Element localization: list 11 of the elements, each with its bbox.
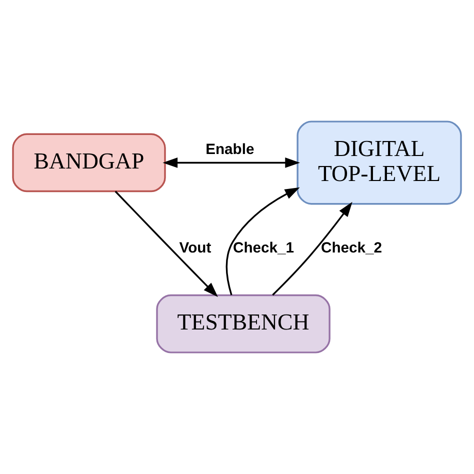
node-box: TESTBENCH (156, 294, 330, 354)
arrow (114, 190, 218, 298)
edge-label: Enable (206, 142, 254, 158)
edge-label: Check_1 (233, 240, 294, 256)
edge-label: Vout (179, 240, 212, 256)
node-box: DIGITAL TOP-LEVEL (296, 120, 462, 205)
arrow (162, 158, 300, 168)
arrow (226, 187, 300, 296)
node-box: BANDGAP (12, 133, 166, 192)
arrow (272, 202, 352, 296)
edge-label: Check_2 (321, 240, 382, 256)
